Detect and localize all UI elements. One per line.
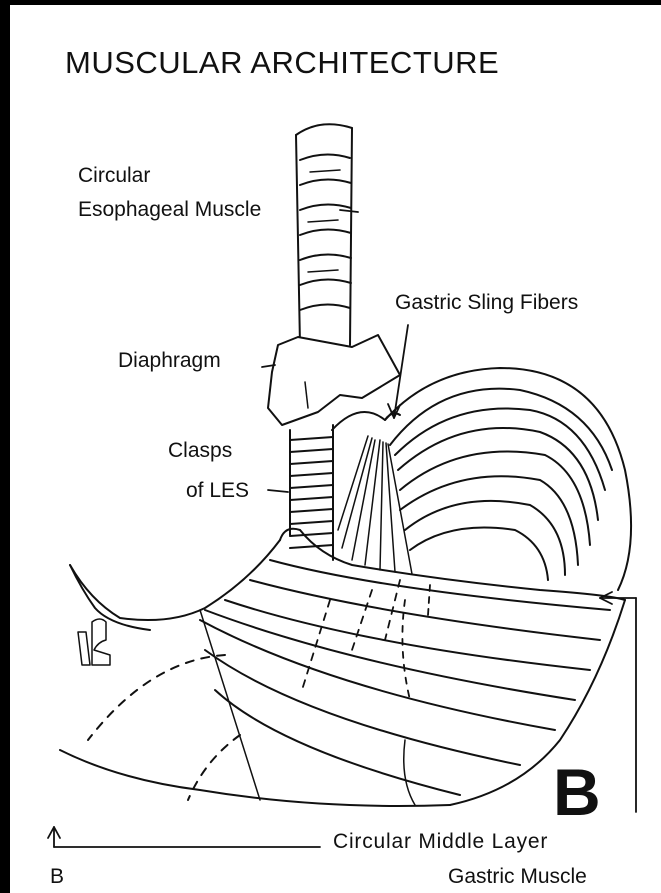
label-circular-middle-line1: Circular Middle Layer xyxy=(333,831,548,852)
stomach-fundus xyxy=(332,368,631,590)
label-circular-middle-line2: Gastric Muscle xyxy=(448,866,587,887)
panel-letter: B xyxy=(553,759,601,825)
gastric-body xyxy=(60,529,625,806)
figure-title: MUSCULAR ARCHITECTURE xyxy=(65,47,499,78)
label-clasps-line2: of LES xyxy=(186,480,249,501)
bottom-letter: B xyxy=(50,866,64,887)
les-clasps xyxy=(290,425,333,560)
label-diaphragm: Diaphragm xyxy=(118,350,221,371)
label-circular-esophageal-line2: Esophageal Muscle xyxy=(78,199,261,220)
diaphragm xyxy=(268,335,400,425)
label-gastric-sling-fibers: Gastric Sling Fibers xyxy=(395,292,578,313)
small-glyph xyxy=(78,619,110,665)
esophagus xyxy=(296,124,352,345)
label-clasps-line1: Clasps xyxy=(168,440,232,461)
label-circular-esophageal-line1: Circular xyxy=(78,165,150,186)
